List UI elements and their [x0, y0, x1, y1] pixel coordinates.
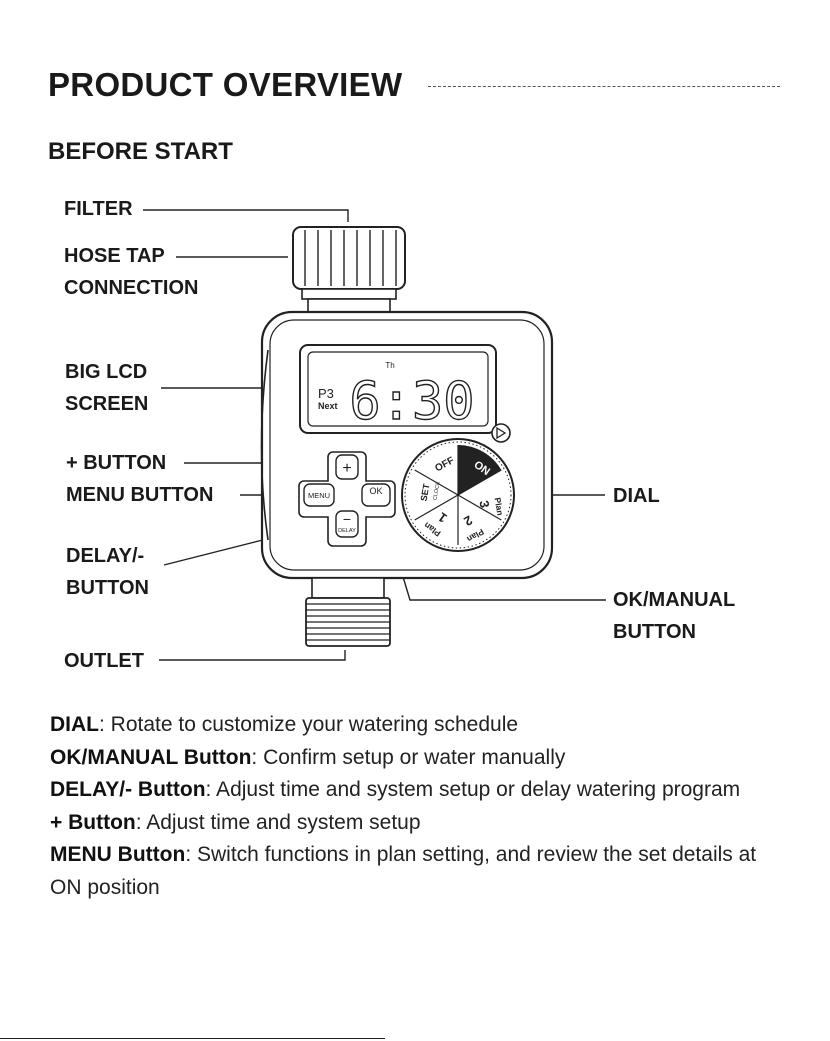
dial-plan-3: Plan: [492, 497, 505, 516]
filter-leader: [143, 209, 349, 222]
label-ok-line1: OK/MANUAL: [613, 589, 736, 611]
dial-clock: CLOCK: [432, 481, 441, 501]
label-lcd-line2: SCREEN: [65, 393, 149, 415]
label-delay-line1: DELAY/-: [66, 545, 145, 567]
menu-button: [303, 483, 335, 507]
legend-item-dial: DIAL: Rotate to customize your watering …: [50, 713, 519, 736]
label-hose-tap-line2: CONNECTION: [64, 277, 199, 299]
page-title: PRODUCT OVERVIEW: [48, 66, 403, 103]
minus-button-label: −: [343, 511, 351, 527]
plus-button-label: +: [342, 460, 351, 477]
outlet-leader: [159, 650, 346, 661]
lcd-day: Th: [385, 361, 394, 370]
label-filter: FILTER: [64, 198, 133, 220]
ok-button: [361, 483, 391, 507]
title-dashed-rule: [428, 86, 780, 87]
legend-item-delay: DELAY/- Button: Adjust time and system s…: [50, 778, 741, 801]
label-ok-line2: BUTTON: [613, 621, 696, 643]
legend-item-plus: + Button: Adjust time and system setup: [50, 810, 421, 834]
legend-item-menu: MENU Button: Switch functions in plan se…: [50, 843, 757, 899]
label-lcd-line1: BIG LCD: [65, 361, 148, 383]
play-indicator-icon: [491, 423, 511, 443]
label-menu-button: MENU BUTTON: [66, 484, 214, 506]
plus-button: [335, 454, 359, 480]
label-hose-tap-line1: HOSE TAP: [64, 245, 165, 267]
timer-diagram: Th P3 Next 6:30 + MENU OK − DELAY OFF ON…: [143, 209, 606, 661]
lcd-next: Next: [318, 401, 338, 411]
lcd-screen: Th P3 Next 6:30: [299, 344, 497, 434]
ok-button-label: OK: [369, 486, 382, 496]
lcd-time: 6:30: [349, 372, 474, 432]
dial-3: 3: [476, 499, 492, 509]
label-plus-button: + BUTTON: [66, 452, 167, 474]
control-pad: + MENU OK − DELAY: [298, 451, 396, 547]
label-dial: DIAL: [613, 485, 660, 507]
delay-button-label: DELAY: [338, 528, 356, 534]
dial-set: SET: [419, 483, 432, 502]
menu-button-label: MENU: [308, 491, 330, 500]
hose-tap-connector: [292, 226, 406, 316]
rotary-dial: OFF ON SET CLOCK Plan 3 Plan 2 Plan 1: [401, 438, 515, 552]
outlet-connector: [305, 577, 391, 647]
label-outlet: OUTLET: [64, 650, 144, 672]
legend-list: DIAL: Rotate to customize your watering …: [50, 709, 790, 904]
label-delay-line2: BUTTON: [66, 577, 149, 599]
footer-rule: [0, 1038, 385, 1039]
lcd-plan: P3: [318, 386, 334, 401]
legend-item-ok-manual: OK/MANUAL Button: Confirm setup or water…: [50, 745, 566, 769]
section-subtitle: BEFORE START: [48, 138, 233, 165]
minus-button: [335, 510, 359, 538]
